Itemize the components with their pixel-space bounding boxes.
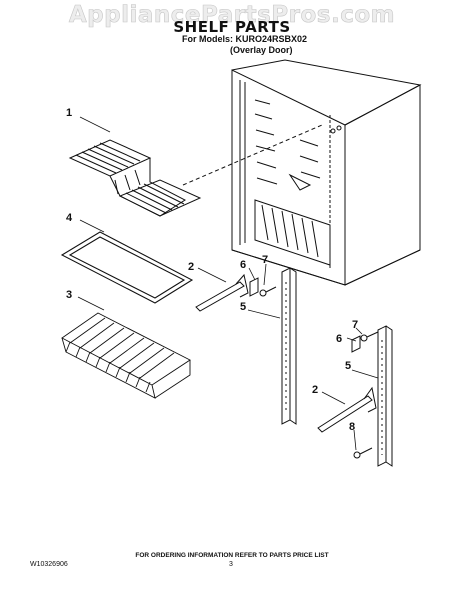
screw-left-drawing <box>259 286 277 297</box>
callout-2-left: 2 <box>188 261 194 273</box>
callout-2-right: 2 <box>312 384 318 396</box>
document-number: W10326906 <box>30 561 68 568</box>
standard-left-drawing <box>281 267 297 425</box>
ordering-footer-note: FOR ORDERING INFORMATION REFER TO PARTS … <box>135 552 329 559</box>
callout-6-right: 6 <box>336 333 342 345</box>
callout-7-left: 7 <box>262 254 268 266</box>
wire-shelf-drawing <box>68 139 202 217</box>
callout-1: 1 <box>66 107 72 119</box>
wire-basket-drawing <box>61 312 191 399</box>
standard-right-drawing <box>377 325 393 467</box>
cabinet-drawing <box>182 59 422 286</box>
screw-bottom-drawing <box>353 447 373 459</box>
callout-6-left: 6 <box>240 259 246 271</box>
clip-left-drawing <box>249 277 259 297</box>
callout-5-left: 5 <box>240 301 246 313</box>
model-subtitle: For Models: KURO24RSBX02 <box>182 34 308 44</box>
callout-8: 8 <box>349 421 355 433</box>
callout-7-right: 7 <box>352 319 358 331</box>
page-title: SHELF PARTS <box>173 18 291 36</box>
callout-3: 3 <box>66 289 72 301</box>
leader-lines <box>77 116 379 451</box>
site-watermark: AppliancePartsPros.com <box>68 2 396 29</box>
shelf-bracket-right-drawing <box>317 386 377 433</box>
glass-shelf-drawing <box>60 231 194 304</box>
clip-right-drawing <box>351 335 361 353</box>
shelf-bracket-left-drawing <box>195 273 249 312</box>
page-number: 3 <box>229 561 233 568</box>
screw-right-drawing <box>360 331 379 342</box>
door-subtitle: (Overlay Door) <box>230 45 293 55</box>
callout-5-right: 5 <box>345 360 351 372</box>
callout-4: 4 <box>66 212 73 224</box>
